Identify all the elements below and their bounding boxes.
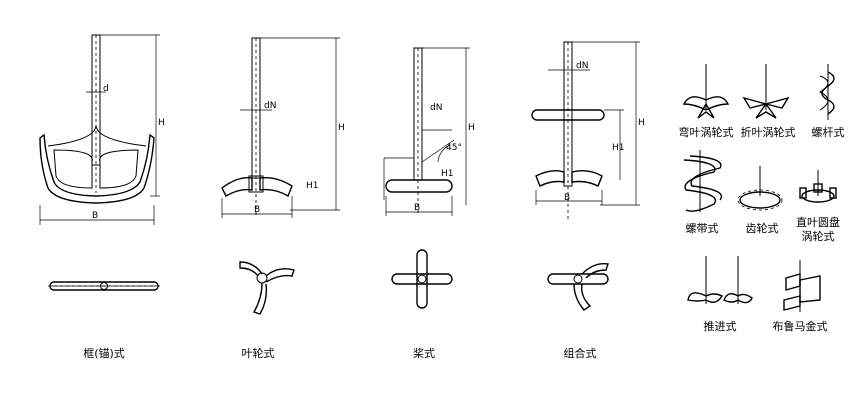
caption-flat-blade-disc-2: 涡轮式 (802, 229, 835, 243)
combination-agitator-elevation: dN H H1 B (531, 41, 645, 220)
caption-brumagin: 布鲁马金式 (773, 319, 828, 333)
curved-blade-turbine-icon (682, 64, 730, 119)
dim-h-label: H (158, 118, 165, 128)
flat-blade-disc-turbine-icon (799, 170, 837, 203)
caption-flat-blade-disc-1: 直叶圆盘 (796, 215, 840, 229)
dim-b-label-3: B (414, 203, 420, 213)
dim-b-label-4: B (564, 193, 570, 203)
combination-agitator-plan (547, 263, 609, 311)
paddle-agitator-elevation: dN 45° H H1 B (383, 47, 475, 216)
caption-anchor-type: 框(锚)式 (83, 346, 125, 360)
dim-dn-label-3: dN (430, 103, 442, 113)
dim-dn-label-2: dN (264, 101, 276, 111)
toothed-disc-icon (737, 166, 783, 211)
propeller-icon (687, 256, 753, 304)
dim-h-label-3: H (468, 123, 475, 133)
caption-pitched-blade-turbine: 折叶涡轮式 (741, 125, 796, 139)
dim-h1-label-2: H1 (306, 181, 319, 191)
caption-propeller: 推进式 (704, 319, 737, 333)
caption-screw-type: 螺杆式 (812, 125, 845, 139)
dim-h1-label-4: H1 (612, 143, 625, 153)
caption-combination-type: 组合式 (564, 346, 597, 360)
dim-h-label-4: H (638, 118, 645, 128)
helical-ribbon-icon (683, 150, 723, 212)
caption-paddle-type: 桨式 (413, 346, 435, 360)
brumagin-agitator-icon (783, 260, 821, 312)
anchor-agitator-elevation: H B d (39, 34, 165, 225)
impeller-agitator-elevation: dN H B H1 (221, 37, 345, 218)
dim-b-label-2: B (254, 205, 260, 215)
screw-agitator-icon (818, 64, 835, 120)
dim-d-label: d (103, 84, 109, 94)
dim-dn-label-4: dN (576, 61, 588, 71)
dim-angle-label: 45° (446, 143, 462, 153)
dim-b-label: B (92, 211, 98, 221)
anchor-agitator-plan (48, 281, 160, 291)
dim-h1-label-3: H1 (441, 169, 454, 179)
pitched-blade-turbine-icon (742, 64, 790, 119)
dim-h-label-2: H (338, 123, 345, 133)
paddle-agitator-plan (391, 249, 453, 309)
caption-helical-ribbon: 螺带式 (686, 222, 719, 235)
caption-impeller-type: 叶轮式 (242, 346, 275, 360)
caption-curved-blade-turbine: 弯叶涡轮式 (679, 125, 734, 139)
caption-toothed-disc: 齿轮式 (746, 221, 779, 235)
impeller-agitator-plan (239, 261, 295, 315)
